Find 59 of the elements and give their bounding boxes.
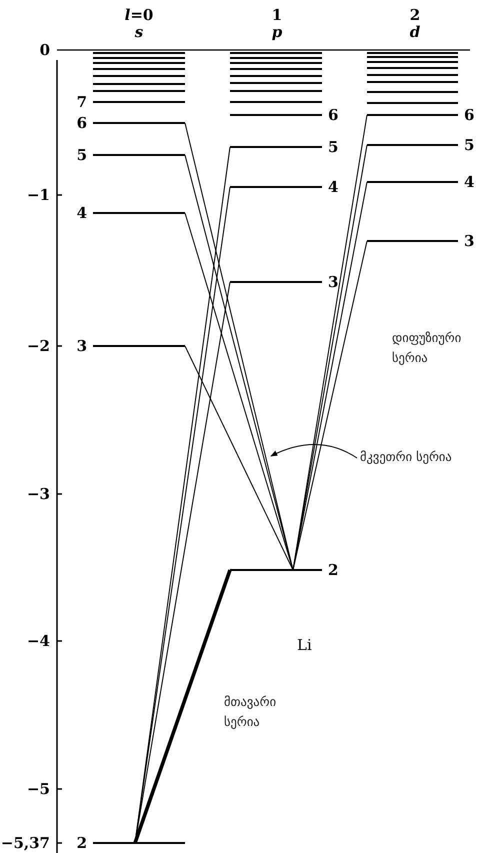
series-label: დიფუზიური სერია (392, 329, 462, 367)
level-number: 2 (76, 834, 87, 852)
energy-level-line (367, 102, 458, 104)
energy-level-line (230, 52, 322, 54)
transition-line (292, 240, 368, 570)
series-label: მკვეთრი სერია (360, 447, 452, 467)
energy-level-line (230, 101, 322, 103)
energy-level-line (367, 91, 458, 93)
energy-level-line (230, 62, 322, 64)
energy-level-line (367, 52, 458, 54)
leader-line (270, 444, 358, 458)
level-number: 3 (328, 273, 340, 291)
energy-level-line (93, 90, 185, 92)
axis-tick-label: −1 (26, 186, 50, 204)
energy-level-line (93, 52, 185, 54)
energy-level-line (93, 68, 185, 70)
level-number: 2 (328, 561, 340, 579)
energy-level-line (93, 62, 185, 64)
axis-tick-label: −4 (26, 632, 50, 650)
column-heading: 2 (410, 6, 420, 24)
energy-level-line (230, 82, 322, 84)
level-number: 5 (464, 136, 476, 154)
level-number: 5 (76, 146, 87, 164)
energy-level-line (367, 81, 458, 83)
energy-level-line (230, 75, 322, 77)
level-number: 4 (76, 204, 87, 222)
column-heading: s (134, 23, 144, 41)
column-heading: d (410, 23, 420, 41)
level-number: 3 (464, 232, 476, 250)
column-heading: 1 (272, 6, 282, 24)
energy-level-line (230, 90, 322, 92)
energy-level-line (93, 83, 185, 85)
axis-tick-label: −5,37 (0, 834, 50, 852)
axis-tick-label: 0 (40, 41, 50, 59)
element-symbol: Li (297, 636, 312, 654)
energy-level-line (93, 75, 185, 77)
level-number: 4 (328, 178, 340, 196)
level-number: 3 (76, 337, 87, 355)
level-number: 7 (76, 93, 87, 111)
energy-level-line (230, 68, 322, 70)
energy-level-line (367, 61, 458, 63)
level-number: 6 (328, 106, 340, 124)
axis-tick-label: −5 (26, 780, 50, 798)
level-number: 6 (76, 114, 87, 132)
column-heading: l=0 (124, 6, 154, 24)
level-number: 5 (328, 138, 340, 156)
series-label: მთავარი სერია (224, 693, 278, 731)
energy-level-line (93, 57, 185, 59)
column-heading: p (272, 23, 282, 41)
level-number: 6 (464, 106, 476, 124)
energy-level-line (367, 56, 458, 58)
axis-tick-label: −3 (26, 485, 50, 503)
energy-level-line (367, 67, 458, 69)
energy-level-line (230, 57, 322, 59)
transition-line (184, 346, 294, 570)
level-number: 4 (464, 173, 476, 191)
energy-level-line (367, 74, 458, 76)
transition-line (133, 569, 232, 844)
axis-tick-label: −2 (26, 337, 50, 355)
